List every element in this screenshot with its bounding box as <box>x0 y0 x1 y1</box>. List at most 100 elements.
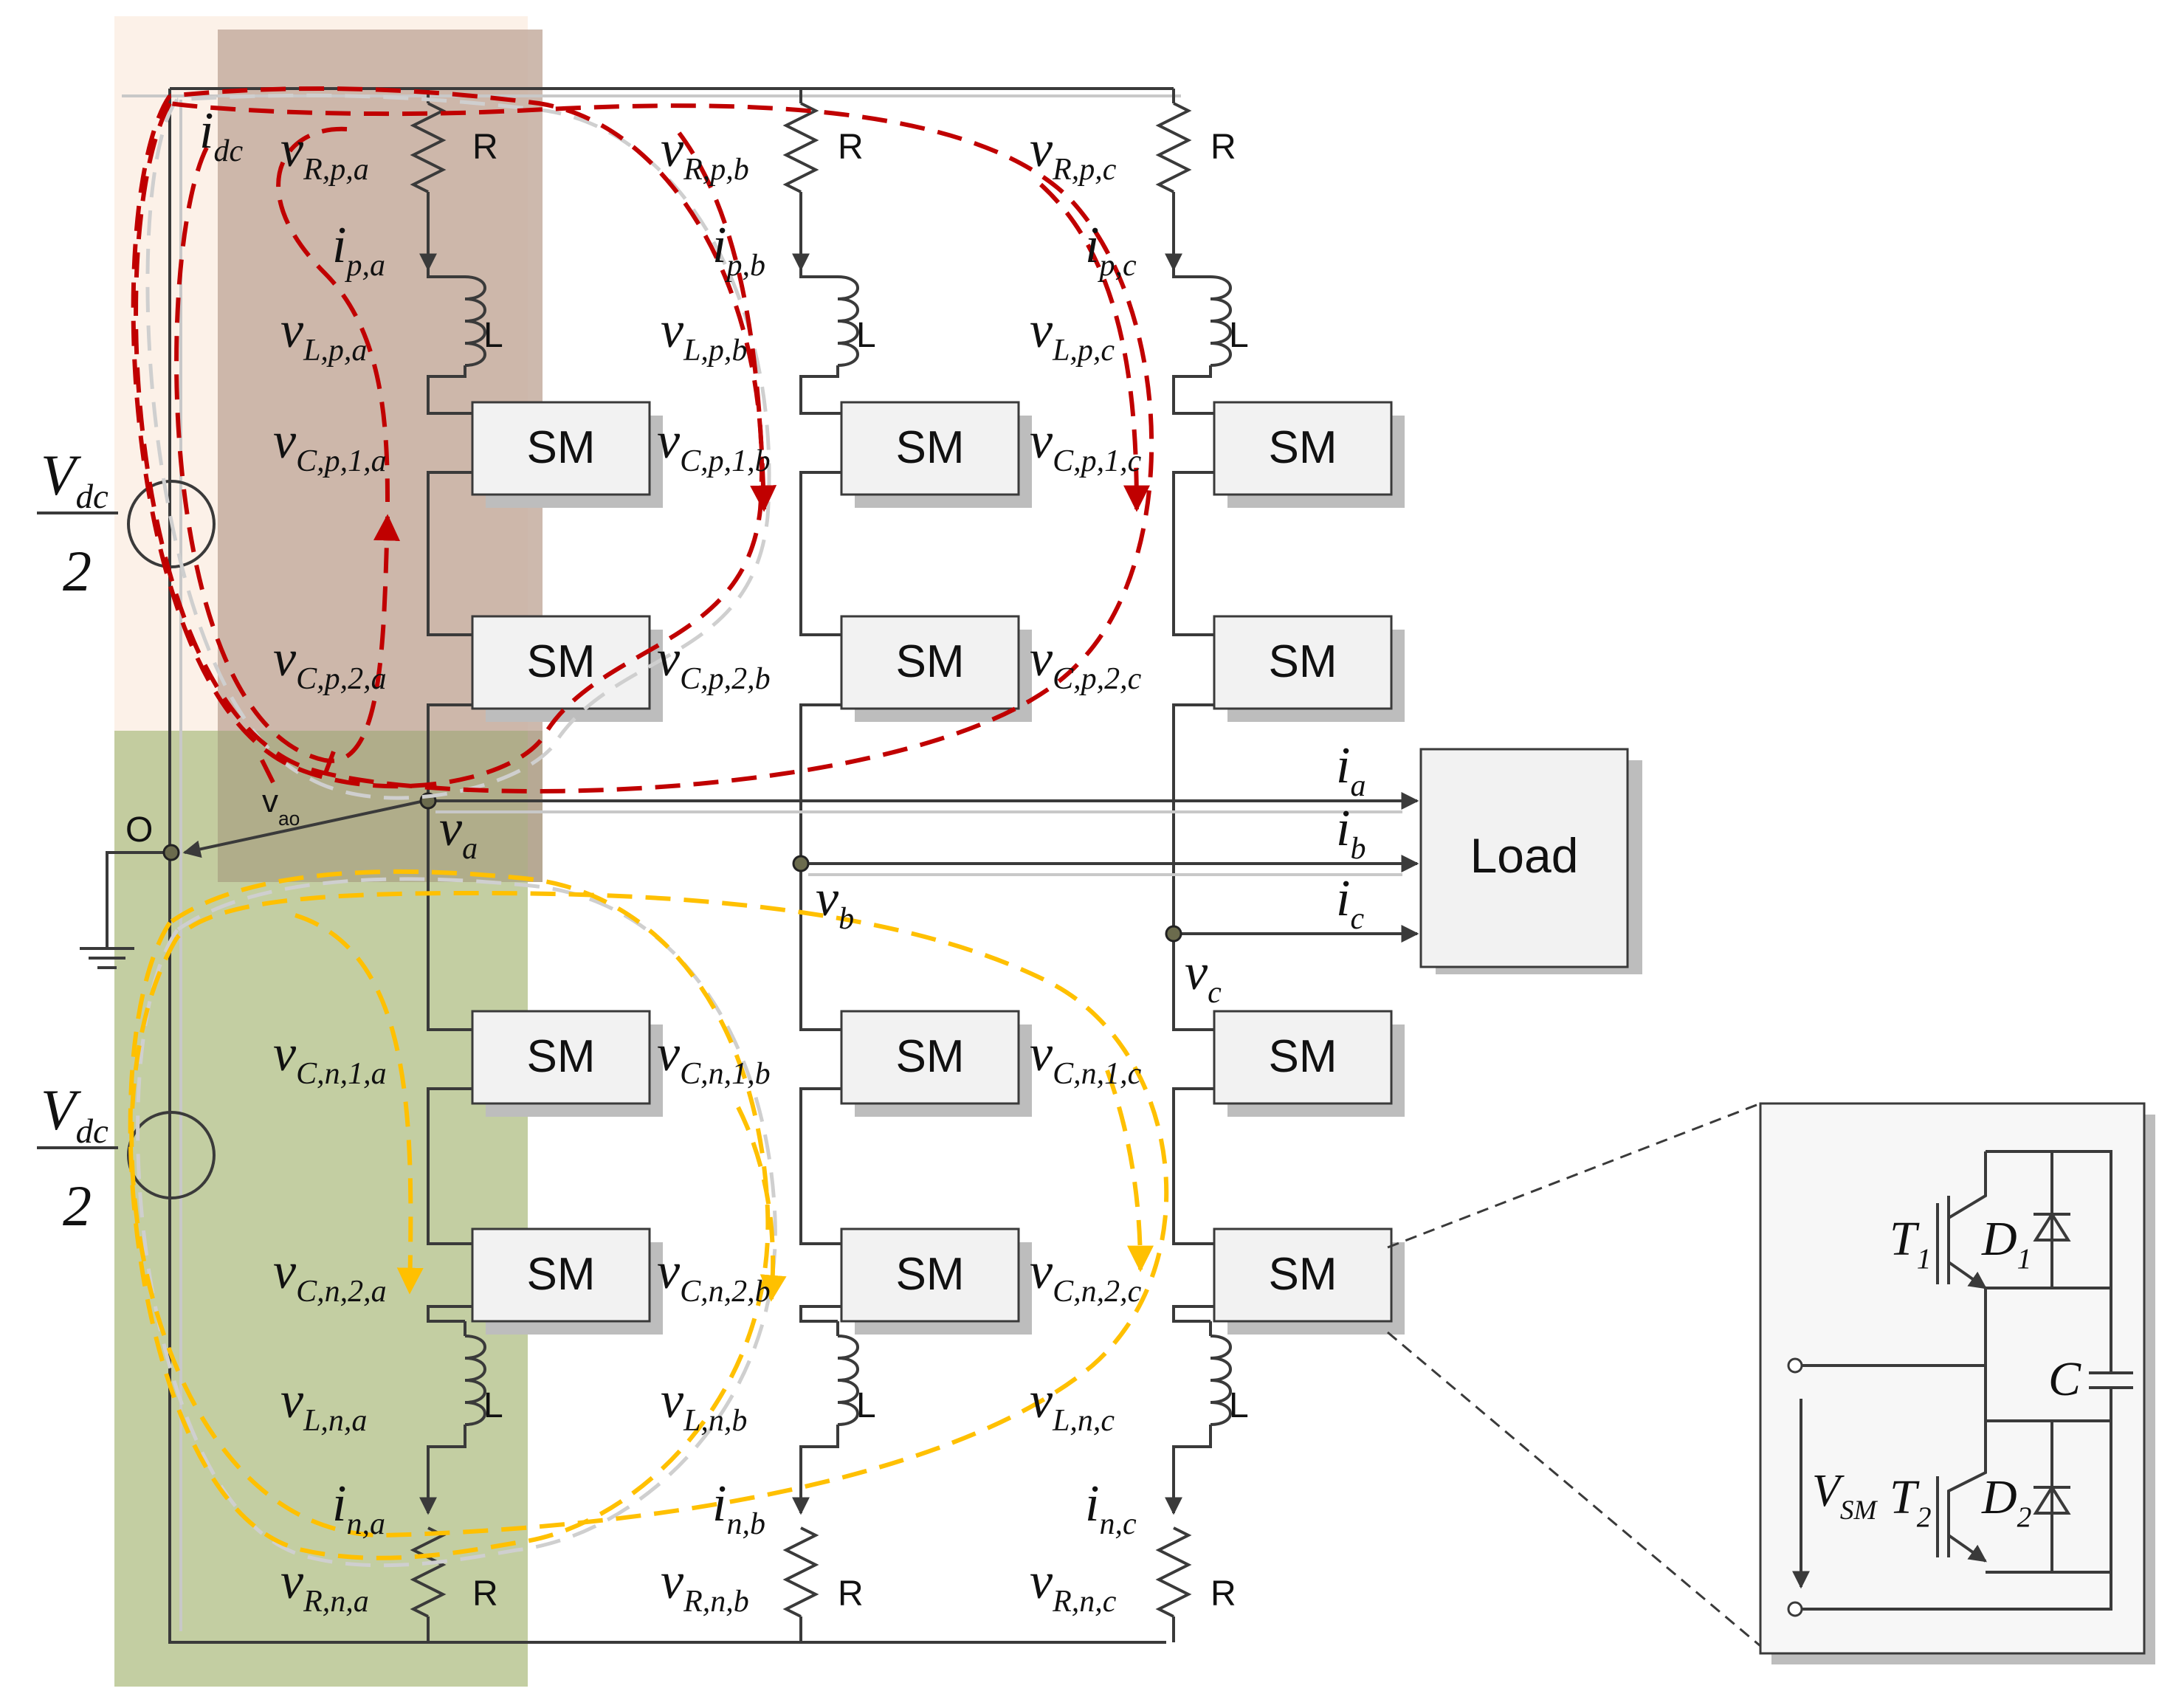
sm-p1-b: SM <box>840 401 1032 508</box>
v-C-p2-c-label: vC,p,2,c <box>1030 630 1142 696</box>
resistor-n-c <box>1155 1526 1192 1618</box>
phase-leg-a: SM SM SM SM <box>413 89 663 1642</box>
i-p-b-label: ip,b <box>712 217 765 283</box>
v-L-p-a-label: vL,p,a <box>280 302 367 368</box>
dc-source-lower <box>127 1111 216 1199</box>
d1-label: D1 <box>1981 1212 2031 1275</box>
sm-detail-inset <box>1387 1102 2155 1664</box>
R-n-b-label: R <box>838 1574 864 1614</box>
L-p-b-label: L <box>856 316 876 355</box>
R-p-a-label: R <box>472 128 498 167</box>
sm-n2-b-label: SM <box>896 1249 965 1300</box>
sm-n1-c-label: SM <box>1269 1031 1337 1082</box>
v-C-n2-c-label: vC,n,2,c <box>1030 1243 1142 1309</box>
resistor-p-a <box>410 102 447 193</box>
sm-n2-a: SM <box>471 1227 663 1335</box>
neutral-node <box>162 844 180 861</box>
resistor-n-b <box>782 1526 819 1618</box>
ib-label: ib <box>1336 800 1366 866</box>
dc-source-upper <box>127 480 216 568</box>
upper-current-loops <box>131 86 1154 800</box>
inductor-p-a <box>464 275 486 367</box>
vdc-lower-label: Vdc <box>41 1078 109 1151</box>
L-p-a-label: L <box>483 316 503 355</box>
sm-p2-b-label: SM <box>896 636 965 687</box>
v-R-n-a-label: vR,n,a <box>280 1553 369 1619</box>
sm-n2-c: SM <box>1213 1227 1405 1335</box>
sm-p2-c-label: SM <box>1269 636 1337 687</box>
i-n-c-label: in,c <box>1085 1475 1137 1541</box>
load-label: Load <box>1470 828 1579 883</box>
vdc-upper-label: Vdc <box>41 443 109 516</box>
load-box <box>1419 748 1629 968</box>
t2-label: T2 <box>1890 1470 1932 1533</box>
v-C-p1-c-label: vC,p,1,c <box>1030 413 1142 478</box>
L-n-c-label: L <box>1229 1386 1249 1425</box>
cap-label: C <box>2048 1352 2081 1406</box>
v-C-n2-b-label: vC,n,2,b <box>657 1243 771 1309</box>
i-n-a-label: in,a <box>332 1475 385 1541</box>
dc-rails <box>122 87 1181 1644</box>
sm-p2-a-label: SM <box>527 636 596 687</box>
inductor-n-b <box>837 1335 859 1426</box>
v-C-p1-a-label: vC,p,1,a <box>273 413 387 478</box>
neutral-label: O <box>125 810 153 850</box>
resistor-p-b <box>782 102 819 193</box>
sm-n2-c-label: SM <box>1269 1249 1337 1300</box>
v-C-n2-a-label: vC,n,2,a <box>273 1243 387 1309</box>
lower-arm-region <box>114 731 528 1687</box>
sm-n1-b: SM <box>840 1010 1032 1117</box>
v-C-p1-b-label: vC,p,1,b <box>657 413 771 478</box>
v-R-n-b-label: vR,n,b <box>661 1553 749 1619</box>
sm-n1-c: SM <box>1213 1010 1405 1117</box>
v-C-n1-c-label: vC,n,1,c <box>1030 1025 1142 1091</box>
d2-label: D2 <box>1981 1470 2031 1533</box>
sm-n1-a: SM <box>471 1010 663 1117</box>
sm-p2-c: SM <box>1213 615 1405 722</box>
va-label: va <box>439 800 478 866</box>
R-n-c-label: R <box>1211 1574 1236 1614</box>
sm-p1-c: SM <box>1213 401 1405 508</box>
node-vc <box>1165 925 1182 943</box>
i-p-c-label: ip,c <box>1085 217 1137 283</box>
i-n-b-label: in,b <box>712 1475 765 1541</box>
phase-leg-c: SM SM SM SM <box>1159 89 1405 1642</box>
resistor-p-c <box>1155 102 1192 193</box>
sm-p2-a: SM <box>471 615 663 722</box>
v-L-n-a-label: vL,n,a <box>280 1372 367 1438</box>
sm-n2-a-label: SM <box>527 1249 596 1300</box>
v-C-n1-a-label: vC,n,1,a <box>273 1025 387 1091</box>
vdc-upper-denominator: 2 <box>63 539 92 603</box>
vao-label: vao <box>262 783 300 830</box>
v-R-p-a-label: vR,p,a <box>280 121 369 187</box>
v-L-n-b-label: vL,n,b <box>661 1372 747 1438</box>
sm-n1-b-label: SM <box>896 1031 965 1082</box>
v-L-p-b-label: vL,p,b <box>661 302 747 368</box>
inductor-n-a <box>464 1335 486 1426</box>
sm-p2-b: SM <box>840 615 1032 722</box>
output-wires <box>428 792 1419 943</box>
v-R-p-c-label: vR,p,c <box>1030 121 1117 187</box>
i-p-a-label: ip,a <box>332 217 385 283</box>
vao-arrow <box>182 799 425 858</box>
vsm-label: VSM <box>1812 1466 1878 1526</box>
sm-p1-b-label: SM <box>896 422 965 473</box>
vc-label: vc <box>1185 944 1222 1010</box>
idc-label: idc <box>199 103 243 168</box>
vdc-lower-denominator: 2 <box>63 1174 92 1238</box>
sm-p1-a: SM <box>471 401 663 508</box>
R-p-b-label: R <box>838 128 864 167</box>
inductor-p-c <box>1210 275 1232 367</box>
L-n-a-label: L <box>483 1386 503 1425</box>
ic-label: ic <box>1336 870 1364 936</box>
v-C-p2-b-label: vC,p,2,b <box>657 630 771 696</box>
inductor-n-c <box>1210 1335 1232 1426</box>
phase-leg-b: SM SM SM SM <box>786 89 1032 1642</box>
v-C-n1-b-label: vC,n,1,b <box>657 1025 771 1091</box>
R-n-a-label: R <box>472 1574 498 1614</box>
sm-n1-a-label: SM <box>527 1031 596 1082</box>
R-p-c-label: R <box>1211 128 1236 167</box>
resistor-n-a <box>410 1526 447 1618</box>
ground-symbol <box>80 851 171 969</box>
